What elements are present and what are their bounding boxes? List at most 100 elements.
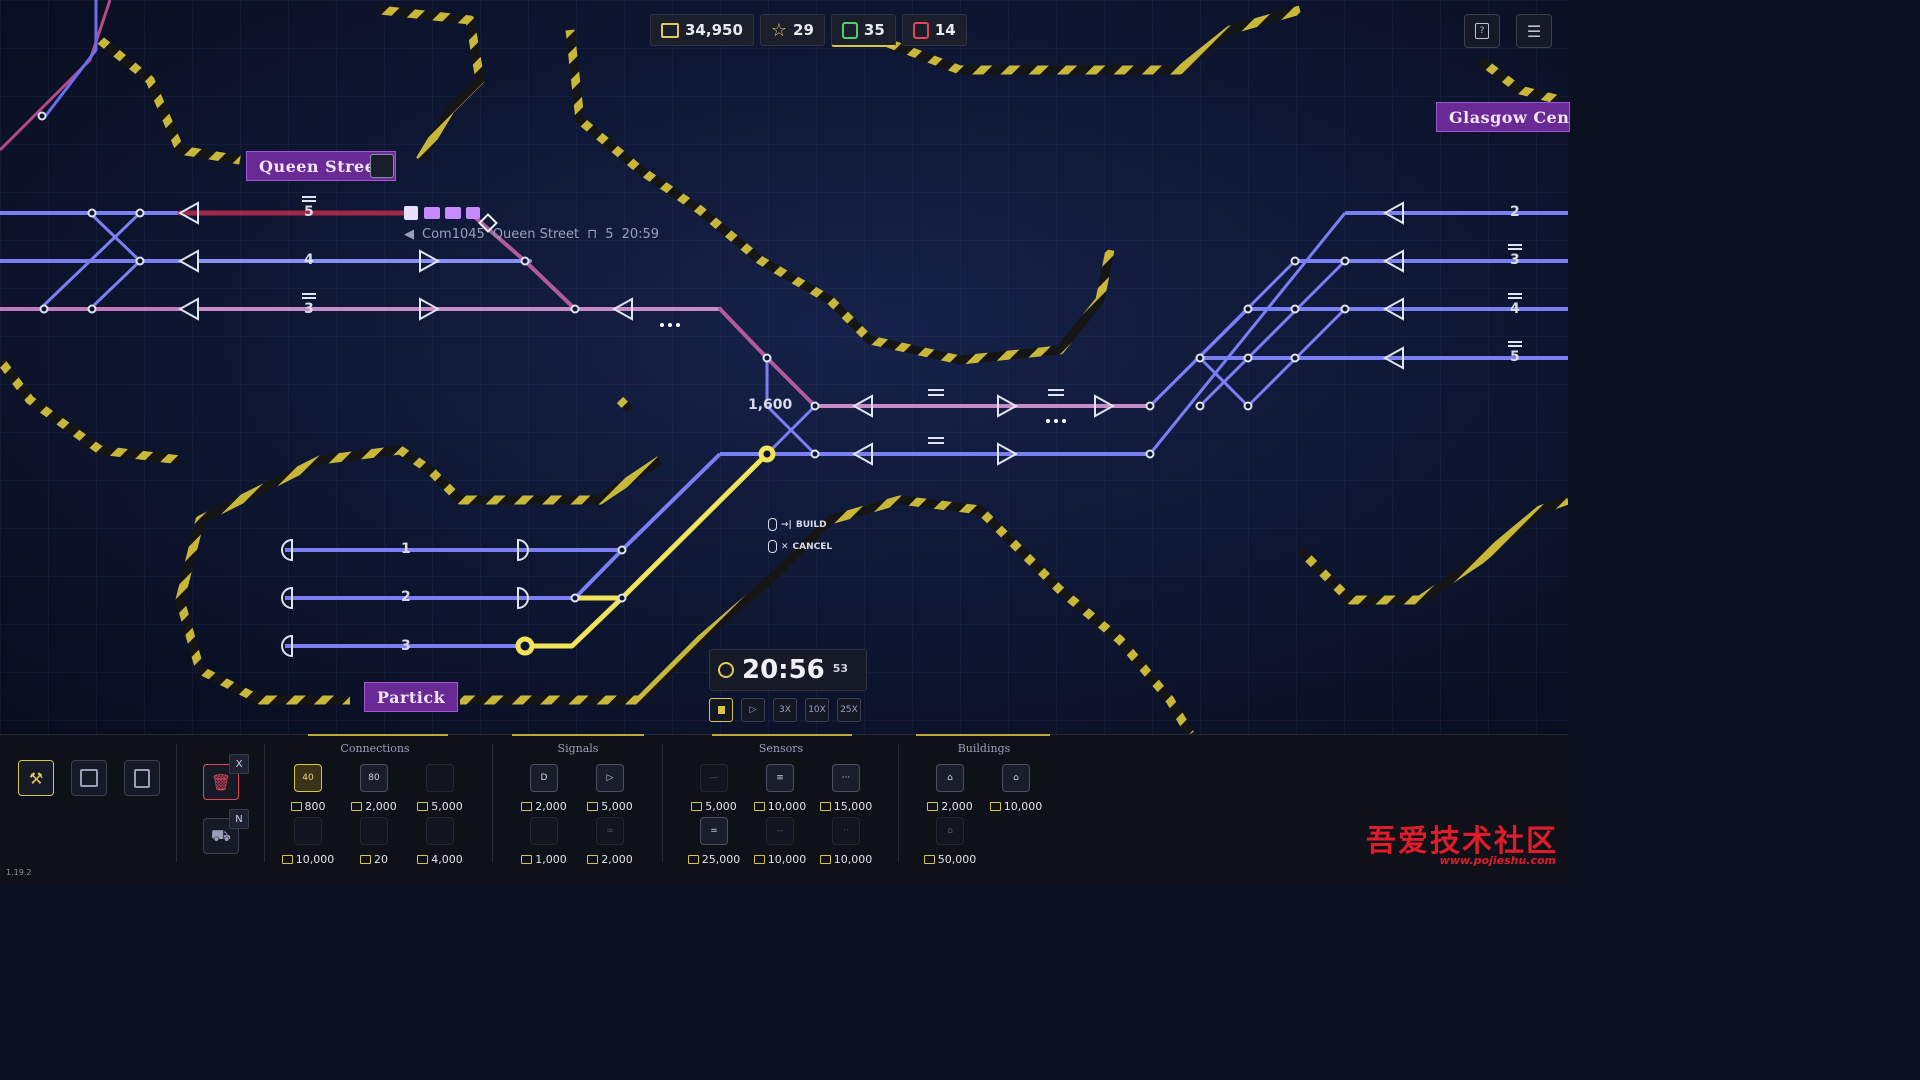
coin-icon — [290, 802, 302, 811]
waiting-trains-counter[interactable]: 14 — [901, 14, 967, 46]
document-icon — [134, 768, 150, 788]
divider — [898, 744, 899, 862]
partick-tracks[interactable] — [285, 548, 622, 648]
planned-route[interactable] — [515, 445, 776, 656]
connection-locked-item[interactable]: 5,000 — [410, 764, 470, 813]
arrow-left-icon: ◀ — [404, 227, 414, 242]
game-clock: 20:56 53 — [709, 649, 867, 691]
train-info[interactable]: ◀ Com1045 Queen Street ⊓ 5 20:59 — [404, 227, 659, 242]
play-icon: ▷ — [749, 705, 757, 715]
platform-label: 3 — [401, 638, 411, 654]
platform-label: 3 — [304, 301, 314, 317]
station-glasgow-central[interactable]: Glasgow Centr — [1436, 102, 1570, 132]
signal-path-item[interactable]: ▷ 5,000 — [580, 764, 640, 813]
sensor-equals-item[interactable]: = 25,000 — [684, 817, 744, 866]
sensor-dots-item[interactable]: ··· 15,000 — [816, 764, 876, 813]
platform-label: 2 — [1510, 204, 1520, 220]
speed-label: 10X — [808, 705, 826, 715]
build-mode-button[interactable]: ⚒ — [18, 760, 54, 796]
train-com1045[interactable] — [404, 206, 498, 233]
stars-value: 29 — [793, 21, 814, 39]
build-hint: →| BUILD — [768, 518, 827, 531]
signal-locked-item[interactable]: 1,000 — [514, 817, 574, 866]
tunnel-icon — [294, 817, 322, 845]
item-cost: 10,000 — [767, 800, 807, 813]
item-cost: 20 — [374, 853, 388, 866]
connection-rotate-item[interactable]: 4,000 — [410, 817, 470, 866]
building-large-item[interactable]: ⌂ 10,000 — [986, 764, 1046, 813]
star-icon: ☆ — [770, 19, 788, 41]
more-markers[interactable] — [660, 323, 1066, 423]
money-counter[interactable]: 34,950 — [650, 14, 754, 46]
buildings-title: Buildings — [957, 742, 1011, 755]
item-cost: 5,000 — [601, 800, 633, 813]
stars-counter[interactable]: ☆ 29 — [759, 14, 825, 46]
play-button[interactable]: ▷ — [741, 698, 765, 722]
cart-icon: ⛟ — [210, 825, 232, 845]
sensor-icon: -- — [766, 817, 794, 845]
platform-icon: ⊓ — [587, 227, 598, 242]
station-building-icon[interactable] — [370, 154, 394, 178]
building-locked-item[interactable]: ⌂ 50,000 — [920, 817, 980, 866]
active-trains-counter[interactable]: 35 — [830, 14, 896, 47]
cancel-label: CANCEL — [792, 541, 833, 552]
build-label: BUILD — [795, 519, 827, 530]
center-junction[interactable] — [573, 404, 1150, 600]
track-top-left[interactable] — [0, 0, 112, 152]
signal-icon — [530, 817, 558, 845]
divider — [176, 744, 177, 862]
menu-button[interactable]: ☰ — [1516, 14, 1552, 48]
trash-icon: 🗑 — [210, 772, 232, 792]
game-map[interactable] — [0, 0, 1568, 734]
platform-label: 2 — [401, 589, 411, 605]
waiting-trains-value: 14 — [934, 21, 956, 39]
speed-controls: ▷ 3X 10X 25X — [709, 698, 861, 722]
money-value: 34,950 — [685, 21, 743, 39]
coin-icon — [587, 855, 599, 864]
platform-label: 4 — [304, 252, 314, 268]
connection-tunnel-item[interactable]: 10,000 — [278, 817, 338, 866]
divider — [492, 744, 493, 862]
sensor-markers[interactable] — [302, 196, 1522, 444]
bracket-icon — [360, 817, 388, 845]
coin-icon — [360, 855, 371, 864]
connection-40-item[interactable]: 40 800 — [278, 764, 338, 813]
pause-icon — [717, 706, 725, 714]
sensor-basic-item[interactable]: — 5,000 — [684, 764, 744, 813]
speed-25x-button[interactable]: 25X — [837, 698, 861, 722]
station-partick[interactable]: Partick — [364, 682, 459, 712]
track-network[interactable] — [0, 0, 1568, 734]
glasgow-central-tracks[interactable] — [1148, 211, 1568, 455]
sensor-locked-item-b[interactable]: ·· 10,000 — [816, 817, 876, 866]
speed-3x-button[interactable]: 3X — [773, 698, 797, 722]
sensor-locked-item-a[interactable]: -- 10,000 — [750, 817, 810, 866]
top-right-controls: ? ☰ — [1464, 14, 1552, 48]
item-cost: 1,000 — [535, 853, 567, 866]
help-button[interactable]: ? — [1464, 14, 1500, 48]
divider — [264, 744, 265, 862]
sensor-platform-item[interactable]: ≡ 10,000 — [750, 764, 810, 813]
track-icon — [426, 764, 454, 792]
coin-icon — [281, 855, 293, 864]
item-label: 40 — [302, 773, 314, 783]
schedule-mode-button[interactable] — [124, 760, 160, 796]
clock-seconds: 53 — [832, 661, 849, 675]
signal-block-item[interactable]: D 2,000 — [514, 764, 574, 813]
connection-80-item[interactable]: 80 2,000 — [344, 764, 404, 813]
track-nodes[interactable] — [37, 111, 1350, 603]
signal-link-item[interactable]: ∞ 2,000 — [580, 817, 640, 866]
track-40-icon: 40 — [294, 764, 322, 792]
connection-bracket-item[interactable]: 20 — [344, 817, 404, 866]
building-small-item[interactable]: ⌂ 2,000 — [920, 764, 980, 813]
coin-icon — [687, 855, 699, 864]
platform-label: 1 — [401, 541, 411, 557]
watermark-url: www.pojieshu.com — [1439, 854, 1556, 867]
speed-label: 25X — [840, 705, 858, 715]
build-panel — [0, 734, 1568, 883]
signals[interactable] — [177, 201, 1404, 658]
pause-button[interactable] — [709, 698, 733, 722]
speed-10x-button[interactable]: 10X — [805, 698, 829, 722]
chip-mode-button[interactable] — [71, 760, 107, 796]
map-grid — [0, 0, 1568, 734]
platform-label: 4 — [1510, 301, 1520, 317]
